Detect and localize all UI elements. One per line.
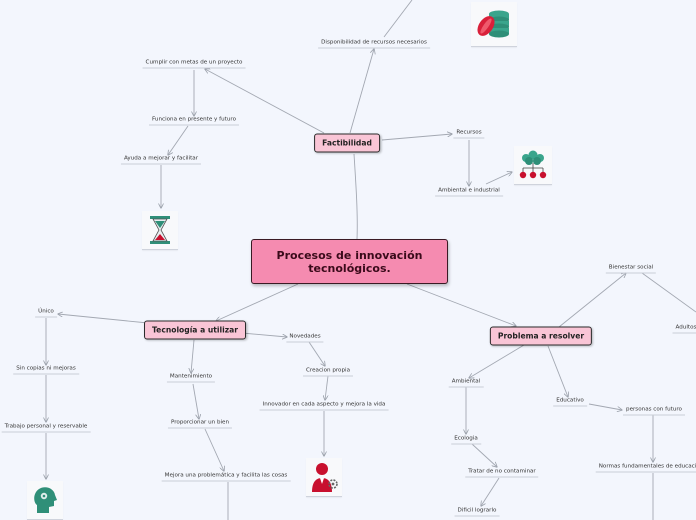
node-adultos[interactable]: Adultos bbox=[672, 325, 696, 334]
node-educativo[interactable]: Educativo bbox=[553, 398, 587, 407]
database-icon bbox=[471, 2, 517, 47]
node-ambiental[interactable]: Ambiental bbox=[448, 379, 484, 388]
node-novedades[interactable]: Novedades bbox=[286, 334, 324, 343]
node-sin-copias[interactable]: Sin copias ni mejoras bbox=[13, 366, 79, 375]
node-unico[interactable]: Único bbox=[35, 309, 57, 318]
node-mejora[interactable]: Mejora una problemática y facilita las c… bbox=[161, 473, 291, 482]
node-mantenimiento[interactable]: Mantenimiento bbox=[166, 374, 216, 383]
node-recursos[interactable]: Recursos bbox=[453, 130, 485, 139]
node-innovador[interactable]: Innovador en cada aspecto y mejora la vi… bbox=[259, 402, 389, 411]
node-funciona[interactable]: Funciona en presente y futuro bbox=[149, 117, 239, 126]
branch-tecnologia[interactable]: Tecnología a utilizar bbox=[144, 320, 246, 340]
node-disponibilidad[interactable]: Disponibilidad de recursos necesarios bbox=[318, 40, 430, 49]
node-proporcionar[interactable]: Proporcionar un bien bbox=[167, 420, 233, 429]
node-normas[interactable]: Normas fundamentales de educacion bbox=[595, 464, 696, 473]
node-ecologia[interactable]: Ecologia bbox=[451, 436, 481, 445]
node-ayuda[interactable]: Ayuda a mejorar y facilitar bbox=[120, 156, 202, 165]
branch-problema[interactable]: Problema a resolver bbox=[489, 326, 593, 346]
branch-factibilidad[interactable]: Factibilidad bbox=[314, 133, 380, 153]
node-bienestar[interactable]: Bienestar social bbox=[605, 265, 657, 274]
node-creacion[interactable]: Creacion propia bbox=[302, 368, 354, 377]
node-ambiental-industrial[interactable]: Ambiental e industrial bbox=[435, 188, 503, 197]
node-dificil[interactable]: Dificil lograrlo bbox=[454, 508, 500, 517]
tree-network-icon bbox=[514, 146, 552, 185]
node-tratar[interactable]: Tratar de no contaminar bbox=[465, 469, 539, 478]
person-gear-icon bbox=[306, 458, 342, 497]
node-personas[interactable]: personas con futuro bbox=[623, 407, 685, 416]
node-cumplir[interactable]: Cumplir con metas de un proyecto bbox=[142, 60, 246, 69]
head-profile-icon bbox=[27, 481, 63, 520]
hourglass-icon bbox=[142, 211, 178, 250]
node-trabajo[interactable]: Trabajo personal y reservable bbox=[1, 424, 91, 433]
